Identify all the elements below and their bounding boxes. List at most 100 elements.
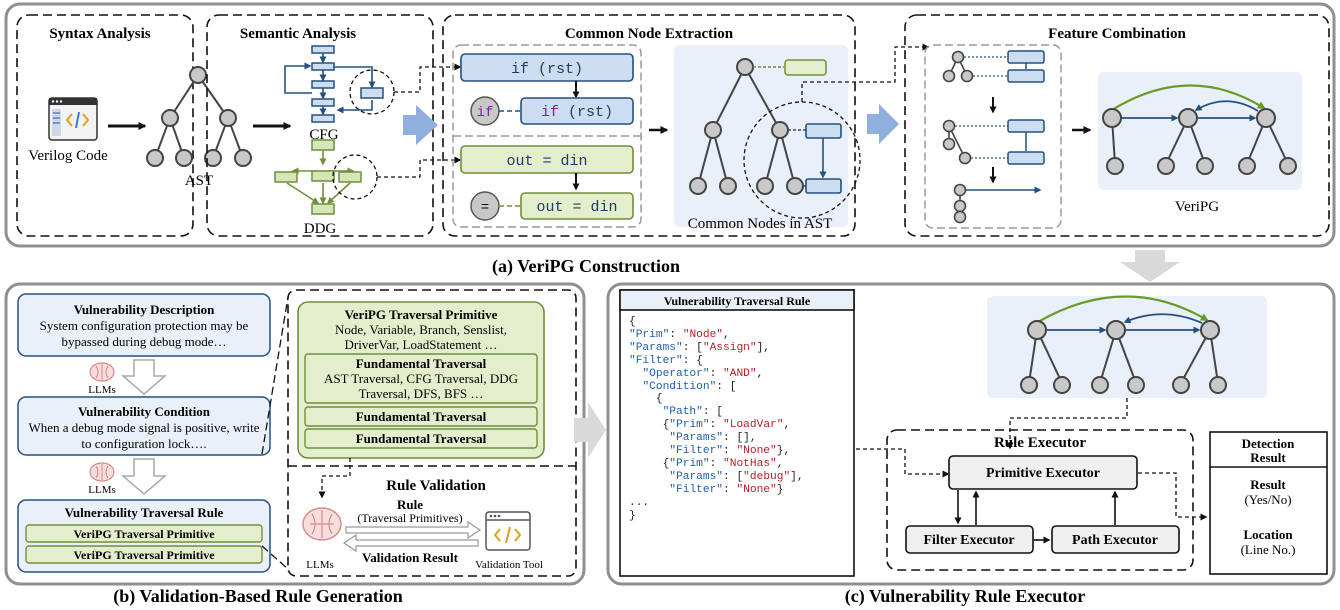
result-value: (Yes/No)	[1244, 492, 1291, 507]
fundamental-traversal-line1: AST Traversal, CFG Traversal, DDG	[324, 371, 518, 386]
fundamental-traversal-box-2	[304, 406, 538, 427]
fundamental-traversal-box-3	[304, 428, 538, 449]
executor-veripg-graph	[1020, 295, 1227, 394]
traversal-rule-card	[619, 289, 855, 577]
construction-to-executor-arrow	[1120, 250, 1180, 282]
common-nodes-tree	[689, 58, 861, 219]
section-b-rule-generation: Vulnerability Description System configu…	[4, 282, 586, 586]
ddg-label: DDG	[304, 221, 337, 237]
generation-to-executor-arrow	[574, 402, 606, 458]
if-rst-node-text: if (rst)	[511, 61, 583, 78]
cfg-label: CFG	[309, 127, 338, 143]
feature-combination-steps	[942, 50, 1045, 224]
fundamental-traversal-2: Fundamental Traversal	[356, 409, 487, 424]
fundamental-traversal-title: Fundamental Traversal	[356, 356, 487, 371]
llm-brain-icon	[89, 462, 115, 482]
fundamental-traversal-line2: Traversal, DFS, BFS …	[359, 386, 484, 401]
common-nodes-label: Common Nodes in AST	[688, 216, 833, 232]
verilog-file-icon	[48, 97, 98, 141]
llms-label-2: LLMs	[88, 484, 116, 496]
traversal-primitive-title: VeriPG Traversal Primitive	[345, 307, 498, 322]
section-c-caption: (c) Vulnerability Rule Executor	[845, 586, 1086, 607]
section-c-rule-executor: Vulnerability Traversal Rule	[606, 282, 1336, 586]
location-value: (Line No.)	[1241, 542, 1296, 557]
llm-brain-icon-large	[302, 507, 342, 541]
condition-to-rule-arrow	[120, 458, 168, 495]
feature-combination-panel: Feature Combination	[904, 14, 1330, 237]
rule-word: Rule	[397, 497, 423, 512]
primitive-executor-label: Primitive Executor	[986, 466, 1100, 481]
section-a-veripg-construction: Syntax Analysis Verilog Code	[4, 2, 1336, 248]
executor-to-result-connector	[1138, 472, 1208, 521]
rule-to-executor-connector	[856, 448, 950, 478]
validation-result-label: Validation Result	[362, 550, 459, 565]
detection-result-box	[1209, 431, 1328, 575]
rule-to-tool-arrow	[345, 520, 482, 540]
fundamental-traversal-3: Fundamental Traversal	[356, 431, 487, 446]
veripg-graph	[1102, 84, 1297, 175]
filter-executor-label: Filter Executor	[923, 533, 1014, 548]
semantic-analysis-panel: Semantic Analysis	[206, 14, 434, 237]
vulnerability-description-line2: bypassed during debug mode…	[61, 334, 226, 349]
section-b-caption: (b) Validation-Based Rule Generation	[113, 586, 403, 607]
vulnerability-condition-line2: to configuration lock….	[81, 436, 206, 451]
if-token-text: if	[477, 105, 494, 121]
rule-executor-title: Rule Executor	[994, 435, 1086, 451]
if-rst-ast-text: if (rst)	[541, 104, 613, 121]
semantic-to-extraction-arrow	[403, 105, 438, 145]
eq-token-text: =	[481, 200, 489, 216]
llms-label-1: LLMs	[88, 384, 116, 396]
semantic-analysis-title: Semantic Analysis	[240, 26, 356, 42]
llms-label-3: LLMs	[306, 559, 334, 571]
out-din-node-text: out = din	[506, 153, 587, 170]
syntax-analysis-panel: Syntax Analysis Verilog Code	[16, 14, 194, 237]
result-label: Result	[1250, 477, 1286, 492]
detection-header-2: Result	[1250, 450, 1286, 465]
traversal-rule-code: { "Prim": "Node", "Params": ["Assign"], …	[629, 316, 804, 522]
tool-to-llm-arrow	[342, 533, 479, 553]
common-nodes-highlight-circle	[743, 101, 861, 219]
if-rst-node	[460, 53, 634, 82]
path-executor-box	[1051, 525, 1180, 554]
traversal-primitive-line2: DriverVar, LoadStatement …	[345, 337, 498, 352]
rule-executor-box	[886, 429, 1194, 571]
extraction-to-combination-arrow	[867, 104, 899, 144]
veripg-label: VeriPG	[1175, 199, 1219, 215]
syntax-analysis-title: Syntax Analysis	[49, 26, 150, 42]
ddg-to-extraction-connector	[377, 156, 462, 178]
rule-sub: (Traversal Primitives)	[357, 511, 462, 525]
verilog-code-label: Verilog Code	[28, 148, 108, 164]
rule-primitive-1: VeriPG Traversal Primitive	[73, 527, 215, 541]
section-a-caption: (a) VeriPG Construction	[492, 256, 680, 277]
primitive-to-validation-connector	[318, 458, 351, 499]
extraction-to-combination-connector	[801, 43, 930, 102]
vulnerability-condition-line1: When a debug mode signal is positive, wr…	[28, 420, 259, 435]
cfg-graph	[284, 45, 384, 123]
common-node-extraction-panel: Common Node Extraction if (rst) if if (r…	[442, 14, 861, 237]
out-din-node	[460, 145, 634, 174]
vulnerability-condition-title: Vulnerability Condition	[78, 404, 211, 419]
validation-tool-icon	[485, 511, 531, 551]
vulnerability-condition-box	[17, 396, 271, 456]
out-din-ast-node	[520, 192, 634, 220]
location-label: Location	[1243, 527, 1293, 542]
ast-label: AST	[185, 173, 213, 189]
traversal-rule-card-header: Vulnerability Traversal Rule	[664, 294, 811, 308]
vulnerability-description-box	[17, 293, 271, 357]
traversal-primitive-line1: Node, Variable, Branch, Senslist,	[335, 322, 507, 337]
vulnerability-description-title: Vulnerability Description	[74, 302, 215, 317]
vulnerability-description-line1: System configuration protection may be	[40, 318, 249, 333]
feature-combination-title: Feature Combination	[1048, 26, 1186, 42]
cfg-to-extraction-connector	[394, 63, 462, 93]
filter-executor-box	[905, 525, 1034, 554]
ast-tree	[146, 66, 252, 167]
common-node-extraction-title: Common Node Extraction	[565, 26, 734, 42]
veripg-to-executor-connector	[1006, 398, 1128, 450]
rule-primitive-2: VeriPG Traversal Primitive	[73, 548, 215, 562]
rule-validation-title: Rule Validation	[386, 478, 486, 494]
detection-header-1: Detection	[1242, 436, 1295, 451]
primitive-executor-box	[948, 455, 1138, 490]
if-rst-ast-node	[520, 97, 634, 125]
validation-tool-label: Validation Tool	[475, 559, 543, 571]
out-din-ast-text: out = din	[536, 199, 617, 216]
